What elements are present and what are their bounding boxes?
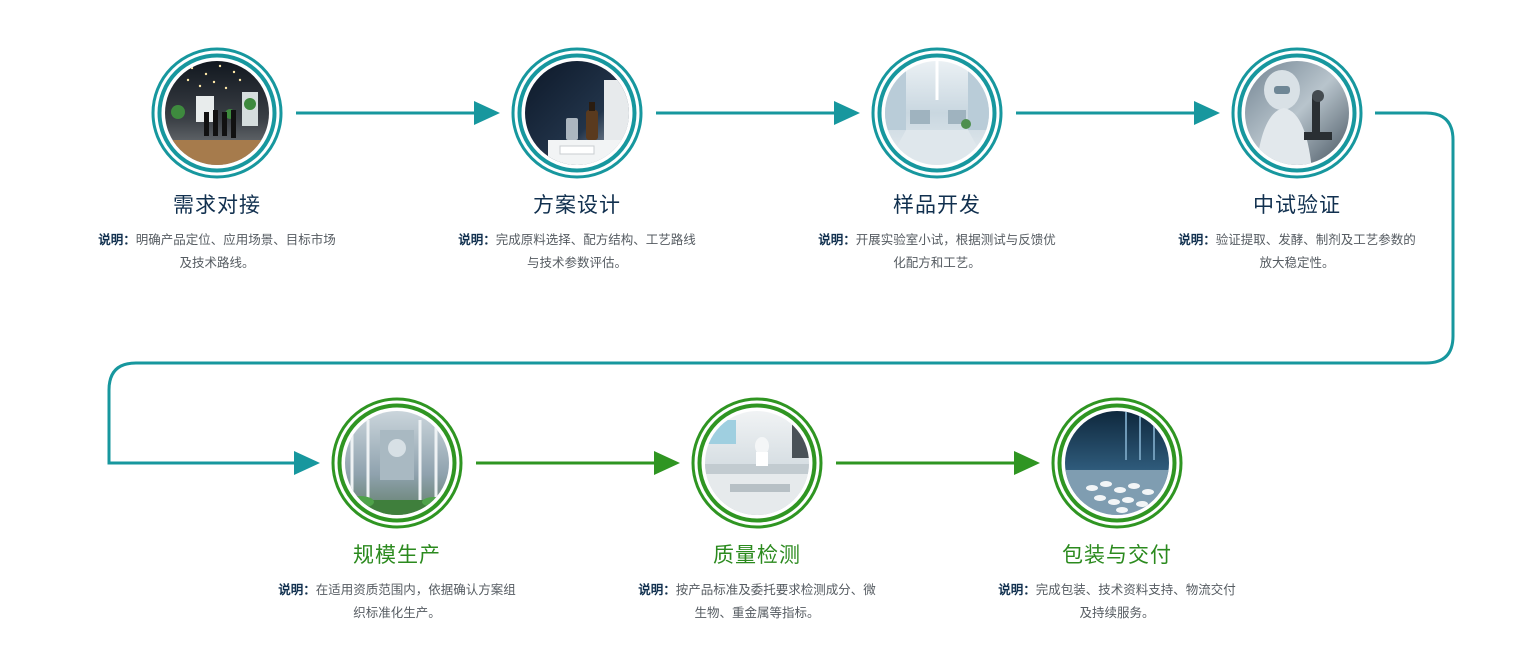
step-3: 样品开发 说明：开展实验室小试，根据测试与反馈优化配方和工艺。 xyxy=(807,193,1067,275)
step-4: 中试验证 说明：验证提取、发酵、制剂及工艺参数的放大稳定性。 xyxy=(1167,193,1427,275)
step-title: 方案设计 xyxy=(533,194,621,217)
step-description: 说明：开展实验室小试，根据测试与反馈优化配方和工艺。 xyxy=(818,233,1056,270)
connector-1-2 xyxy=(296,101,500,125)
step-6-node xyxy=(691,397,823,529)
connector-4-5-wrap xyxy=(107,111,1455,475)
step-7-node xyxy=(1051,397,1183,529)
step-description: 说明：明确产品定位、应用场景、目标市场及技术路线。 xyxy=(98,233,336,270)
connector-2-3 xyxy=(656,101,860,125)
step-6: 质量检测 说明：按产品标准及委托要求检测成分、微生物、重金属等指标。 xyxy=(627,543,887,625)
step-5: 规模生产 说明：在适用资质范围内，依据确认方案组织标准化生产。 xyxy=(267,543,527,625)
step-description: 说明：完成包装、技术资料支持、物流交付及持续服务。 xyxy=(998,583,1236,620)
step-description: 说明：验证提取、发酵、制剂及工艺参数的放大稳定性。 xyxy=(1178,233,1416,270)
step-2: 方案设计 说明：完成原料选择、配方结构、工艺路线与技术参数评估。 xyxy=(447,193,707,275)
lab-bottles-photo xyxy=(525,61,629,165)
connector-5-6 xyxy=(476,451,680,475)
step-4-node xyxy=(1231,47,1363,179)
step-2-node xyxy=(511,47,643,179)
step-5-node xyxy=(331,397,463,529)
step-7: 包装与交付 说明：完成包装、技术资料支持、物流交付及持续服务。 xyxy=(987,543,1247,625)
connector-6-7 xyxy=(836,451,1040,475)
step-title: 样品开发 xyxy=(893,194,981,217)
step-description: 说明：在适用资质范围内，依据确认方案组织标准化生产。 xyxy=(278,583,516,620)
step-description: 说明：完成原料选择、配方结构、工艺路线与技术参数评估。 xyxy=(458,233,696,270)
scientist-microscope-photo xyxy=(1245,61,1349,165)
step-3-node xyxy=(871,47,1003,179)
step-title: 中试验证 xyxy=(1253,194,1341,217)
connector-3-4 xyxy=(1016,101,1220,125)
step-title: 规模生产 xyxy=(353,544,441,567)
step-description: 说明：按产品标准及委托要求检测成分、微生物、重金属等指标。 xyxy=(638,583,876,620)
tablets-packaging-photo xyxy=(1065,411,1169,515)
step-title: 包装与交付 xyxy=(1062,544,1172,567)
step-title: 质量检测 xyxy=(713,544,801,567)
step-1: 需求对接 说明：明确产品定位、应用场景、目标市场及技术路线。 xyxy=(87,193,347,275)
step-title: 需求对接 xyxy=(173,194,261,217)
step-1-node xyxy=(151,47,283,179)
